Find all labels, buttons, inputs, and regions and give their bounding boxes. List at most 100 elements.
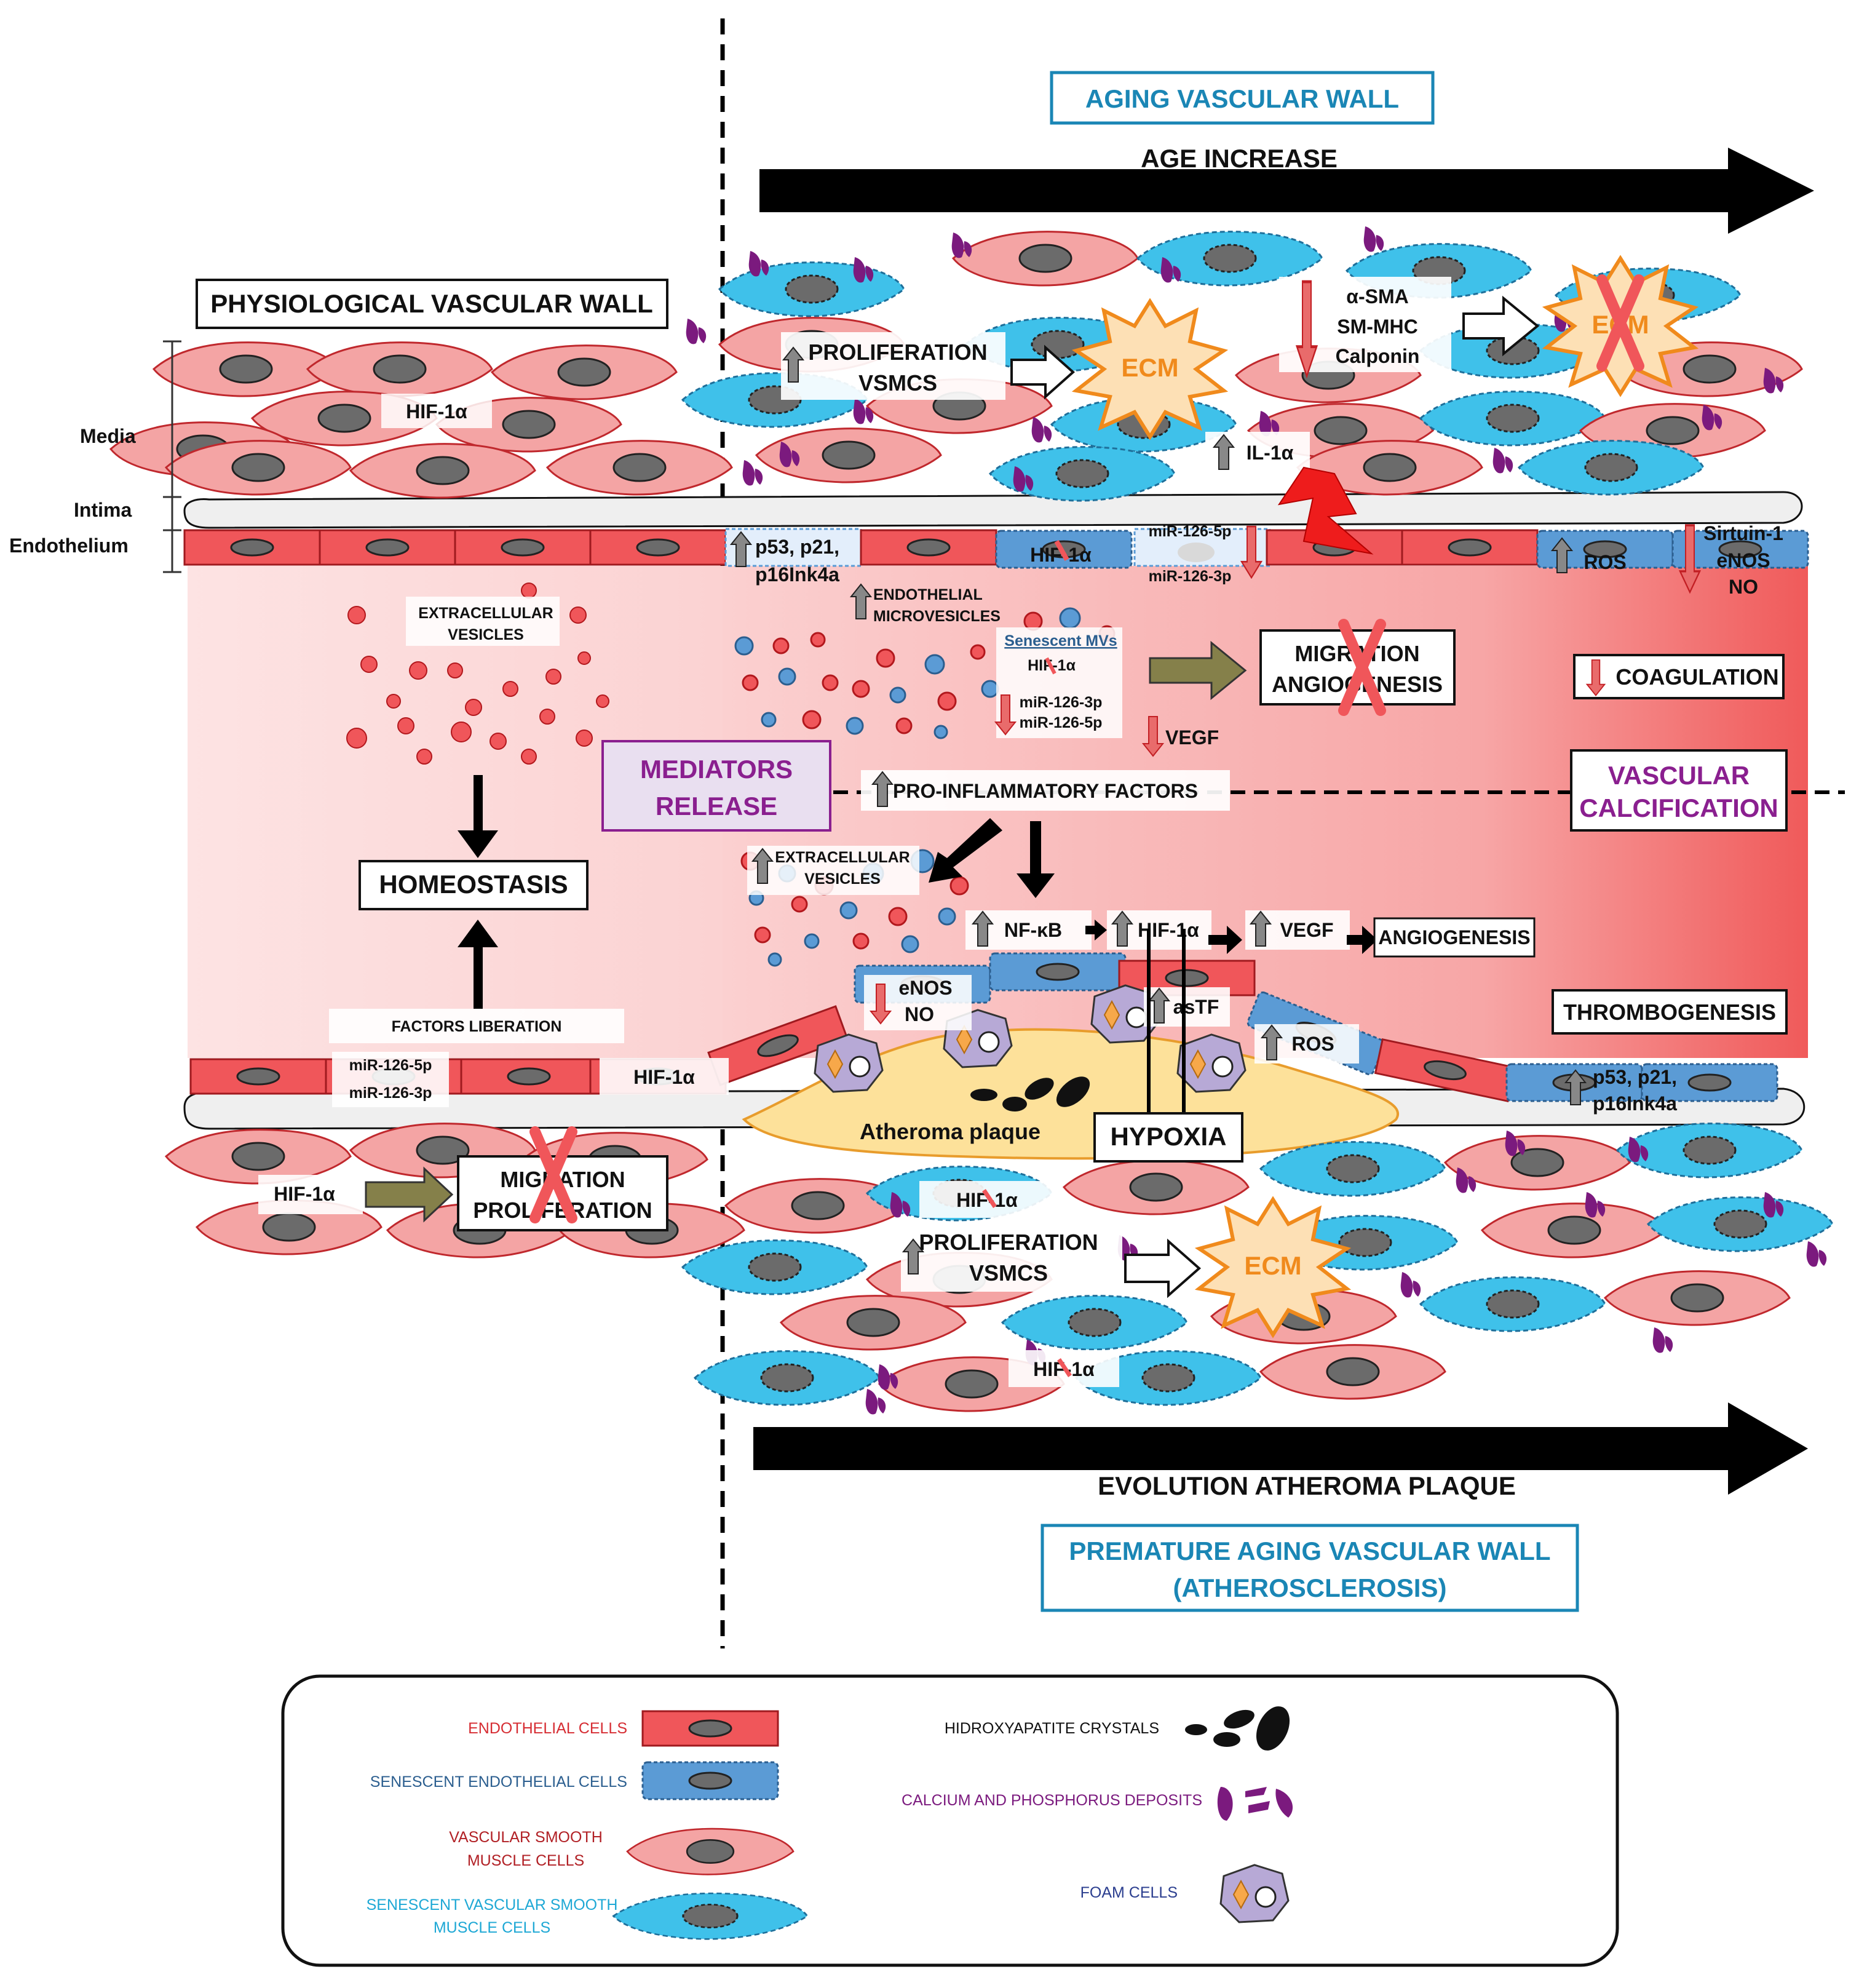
pro-inflam-label: PRO-INFLAMMATORY FACTORS — [893, 780, 1198, 802]
lightning-icon — [1277, 466, 1374, 555]
hif-label-left-top: HIF-1α — [406, 400, 467, 423]
enos-label-top: eNOS — [1716, 549, 1770, 571]
factors-box — [329, 1009, 624, 1043]
prolif-label-bottom-1: PROLIFERATION — [919, 1230, 1098, 1255]
ev-label-right-2: VESICLES — [804, 870, 881, 888]
hypoxia-label: HYPOXIA — [1110, 1122, 1226, 1151]
p53-top-2: p16Ink4a — [755, 563, 839, 586]
senescent-mvs-label: Senescent MVs — [1004, 632, 1117, 650]
vesicles-right-upper — [734, 607, 1116, 739]
smmhc-label: SM-MHC — [1337, 316, 1418, 338]
mir-5p-right-top: miR-126-5p — [1149, 523, 1232, 540]
ev-label-left-2: VESICLES — [448, 626, 524, 643]
premature-label-1: PREMATURE AGING VASCULAR WALL — [1069, 1537, 1550, 1565]
vascular-calc-2: CALCIFICATION — [1579, 793, 1778, 822]
arrow-migration-left — [365, 1166, 454, 1223]
mir-5p-left: miR-126-5p — [349, 1057, 432, 1074]
pro-inflam-box — [861, 770, 1230, 811]
mir-5p-mvs: miR-126-5p — [1020, 714, 1103, 731]
coagulation-box — [1573, 654, 1785, 699]
arrow-migration-angio — [1149, 640, 1247, 701]
arrow-hif-vegf — [1208, 926, 1242, 954]
intima-band-top — [183, 491, 1803, 529]
physiological-wall-box — [196, 279, 668, 329]
endothelium-label: Endothelium — [9, 535, 129, 557]
mediators-label-2: RELEASE — [656, 792, 777, 821]
endothelium-left-top — [183, 529, 727, 566]
mir-3p-mvs: miR-126-3p — [1020, 694, 1103, 711]
arrow-to-homeostasis-up — [458, 920, 498, 1009]
sirtuin-label: Sirtuin-1 — [1703, 522, 1783, 544]
legend-foam-label: FOAM CELLS — [1080, 1884, 1178, 1901]
ev-label-left-1: EXTRACELLULAR — [418, 605, 553, 622]
angiogenesis-box — [1373, 917, 1536, 958]
hydroxyapatite-crystals-plaque — [970, 1076, 1090, 1111]
ros-label-top: ROS — [1584, 551, 1626, 573]
arrow-ecm-top-right — [1462, 295, 1540, 357]
p53-top-1: p53, p21, — [755, 536, 839, 558]
hif-cross-bottom-prolif — [982, 1189, 997, 1208]
legend-endothelial-label: ENDOTHELIAL CELLS — [468, 1720, 627, 1737]
prolif-label-bottom-2: VSMCS — [969, 1260, 1048, 1286]
il1a-label: IL-1α — [1247, 442, 1294, 464]
mediators-box — [601, 740, 831, 832]
ros-label-bottom: ROS — [1291, 1033, 1334, 1055]
astf-label: asTF — [1173, 996, 1219, 1018]
mir-3p-left: miR-126-3p — [349, 1084, 432, 1102]
age-increase-arrow — [759, 148, 1814, 234]
arrow-ecm-bottom — [1124, 1238, 1202, 1298]
hif-box-left-top — [381, 394, 492, 428]
hif-box-left-bottom — [600, 1058, 729, 1095]
endo-micro-2: MICROVESICLES — [873, 608, 1001, 625]
legend-senescent-vsmc-label-1: SENESCENT VASCULAR SMOOTH — [367, 1896, 618, 1914]
physiological-wall-title: PHYSIOLOGICAL VASCULAR WALL — [210, 289, 652, 318]
legend-senescent-vsmc-label-2: MUSCLE CELLS — [434, 1919, 550, 1936]
factors-liberation-label: FACTORS LIBERATION — [392, 1018, 562, 1035]
thrombogenesis-box — [1552, 989, 1788, 1035]
legend-hydroxyapatite: HIDROXYAPATITE CRYSTALS — [945, 1706, 1290, 1751]
no-label-bottom: NO — [905, 1003, 934, 1025]
p53-bottom-2: p16Ink4a — [1593, 1092, 1677, 1115]
arrow-ecm-top — [1010, 344, 1076, 400]
hif-label-left-bottom: HIF-1α — [633, 1066, 695, 1088]
premature-label-2: (ATHEROSCLEROSIS) — [1173, 1573, 1447, 1602]
vegf-label-chain: VEGF — [1280, 919, 1333, 941]
homeostasis-label: HOMEOSTASIS — [379, 870, 568, 899]
hif-box-left-migr — [258, 1175, 363, 1214]
endothelium-right-top — [724, 528, 1809, 569]
media-label: Media — [80, 425, 136, 447]
thrombogenesis-label: THROMBOGENESIS — [1563, 1000, 1776, 1025]
ev-label-right-1: EXTRACELLULAR — [775, 849, 910, 866]
atheroma-label: Atheroma plaque — [860, 1119, 1041, 1144]
hif-cross-bottom-2 — [1057, 1358, 1072, 1377]
hif-label-left-migr: HIF-1α — [274, 1183, 335, 1205]
enos-label-bottom: eNOS — [898, 977, 952, 999]
coagulation-label: COAGULATION — [1615, 664, 1778, 690]
p53-bottom-1: p53, p21, — [1593, 1066, 1677, 1088]
vegf-label-down: VEGF — [1165, 726, 1219, 749]
mir-ellipse-top — [1178, 543, 1215, 562]
angiogenesis-label: ANGIOGENESIS — [1378, 926, 1530, 948]
nfkb-label: NF-κB — [1004, 919, 1062, 941]
homeostasis-box — [359, 860, 589, 910]
no-label-top: NO — [1729, 576, 1758, 598]
ecm-label-top: ECM — [1121, 353, 1178, 382]
vascular-calc-1: VASCULAR — [1608, 761, 1750, 790]
legend-hydroxyapatite-label: HIDROXYAPATITE CRYSTALS — [945, 1720, 1159, 1737]
hypoxia-box — [1093, 1112, 1243, 1163]
layer-brackets — [163, 340, 181, 573]
asma-label: α-SMA — [1346, 285, 1408, 308]
hif-box-bottom-prolif — [919, 1181, 1055, 1218]
ev-box-right — [747, 846, 919, 895]
ecm-label-bottom: ECM — [1244, 1251, 1301, 1280]
arrow-to-nfkb — [1017, 821, 1055, 898]
prolif-label-top-2: VSMCS — [858, 370, 937, 396]
legend-calcium-label: CALCIUM AND PHOSPHORUS DEPOSITS — [902, 1792, 1202, 1809]
legend-senescent-vsmc: SENESCENT VASCULAR SMOOTH MUSCLE CELLS — [367, 1892, 809, 1941]
arrow-to-homeostasis-down — [458, 775, 498, 858]
hif-cross-top — [1054, 540, 1069, 561]
endo-micro-1: ENDOTHELIAL — [873, 586, 983, 603]
age-increase-label: AGE INCREASE — [1141, 144, 1338, 173]
